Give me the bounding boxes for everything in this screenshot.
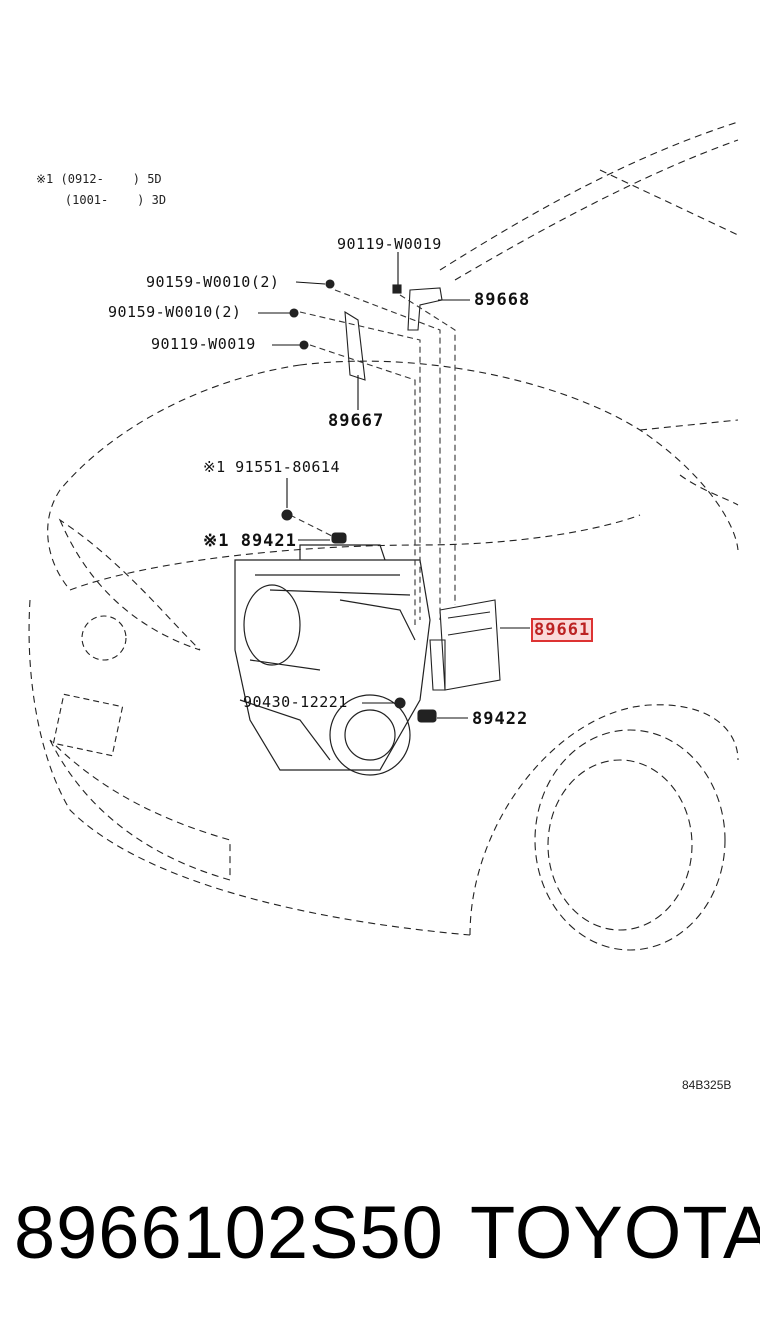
wheel-arch — [469, 704, 739, 936]
footer-brand: TOYOTA — [470, 1191, 760, 1274]
hood-outline — [47, 364, 301, 591]
legend-note-1: ※1 (0912- ) 5D — [36, 172, 162, 186]
legend-note-2: (1001- ) 3D — [36, 193, 167, 207]
front-bumper — [28, 599, 471, 936]
diagram-code: 84B325B — [682, 1078, 732, 1092]
fender-line — [639, 419, 739, 431]
callout-91551[interactable]: ※1 91551-80614 — [203, 458, 340, 476]
front-wheel — [534, 729, 726, 951]
lower-grille — [49, 739, 231, 881]
car-engine-bay-drawing — [28, 121, 739, 951]
a-pillar — [599, 169, 739, 236]
callout-89667[interactable]: 89667 — [328, 411, 385, 431]
footer-part-number: 8966102S50 — [14, 1191, 444, 1274]
license-plate — [52, 693, 124, 757]
hood-front-edge — [69, 514, 641, 591]
callout-89421[interactable]: ※1 89421 — [203, 531, 297, 551]
engine-assembly — [234, 544, 431, 776]
callout-90159-b[interactable]: 90159-W0010(2) — [108, 303, 242, 321]
bracket-89667 — [344, 310, 366, 381]
hood-rear-edge — [299, 360, 739, 551]
callout-90159-a[interactable]: 90159-W0010(2) — [146, 273, 280, 291]
headlight-lens — [81, 615, 127, 661]
callout-89668[interactable]: 89668 — [474, 290, 531, 310]
ecu-unit — [429, 599, 501, 691]
assembly-lines — [289, 289, 456, 625]
bracket-89668 — [407, 287, 443, 331]
callout-89422[interactable]: 89422 — [472, 709, 529, 729]
callout-90430[interactable]: 90430-12221 — [243, 693, 348, 711]
callout-90119-top[interactable]: 90119-W0019 — [337, 235, 442, 253]
leader-lines — [258, 252, 530, 719]
fasteners — [281, 279, 437, 723]
headlight — [58, 518, 201, 651]
wheel-rim — [547, 759, 693, 931]
callout-90119-mid[interactable]: 90119-W0019 — [151, 335, 256, 353]
mirror — [679, 474, 739, 506]
windshield-outline — [439, 121, 739, 271]
roof-line — [454, 139, 739, 281]
callout-89661-highlighted[interactable]: 89661 — [531, 618, 594, 642]
